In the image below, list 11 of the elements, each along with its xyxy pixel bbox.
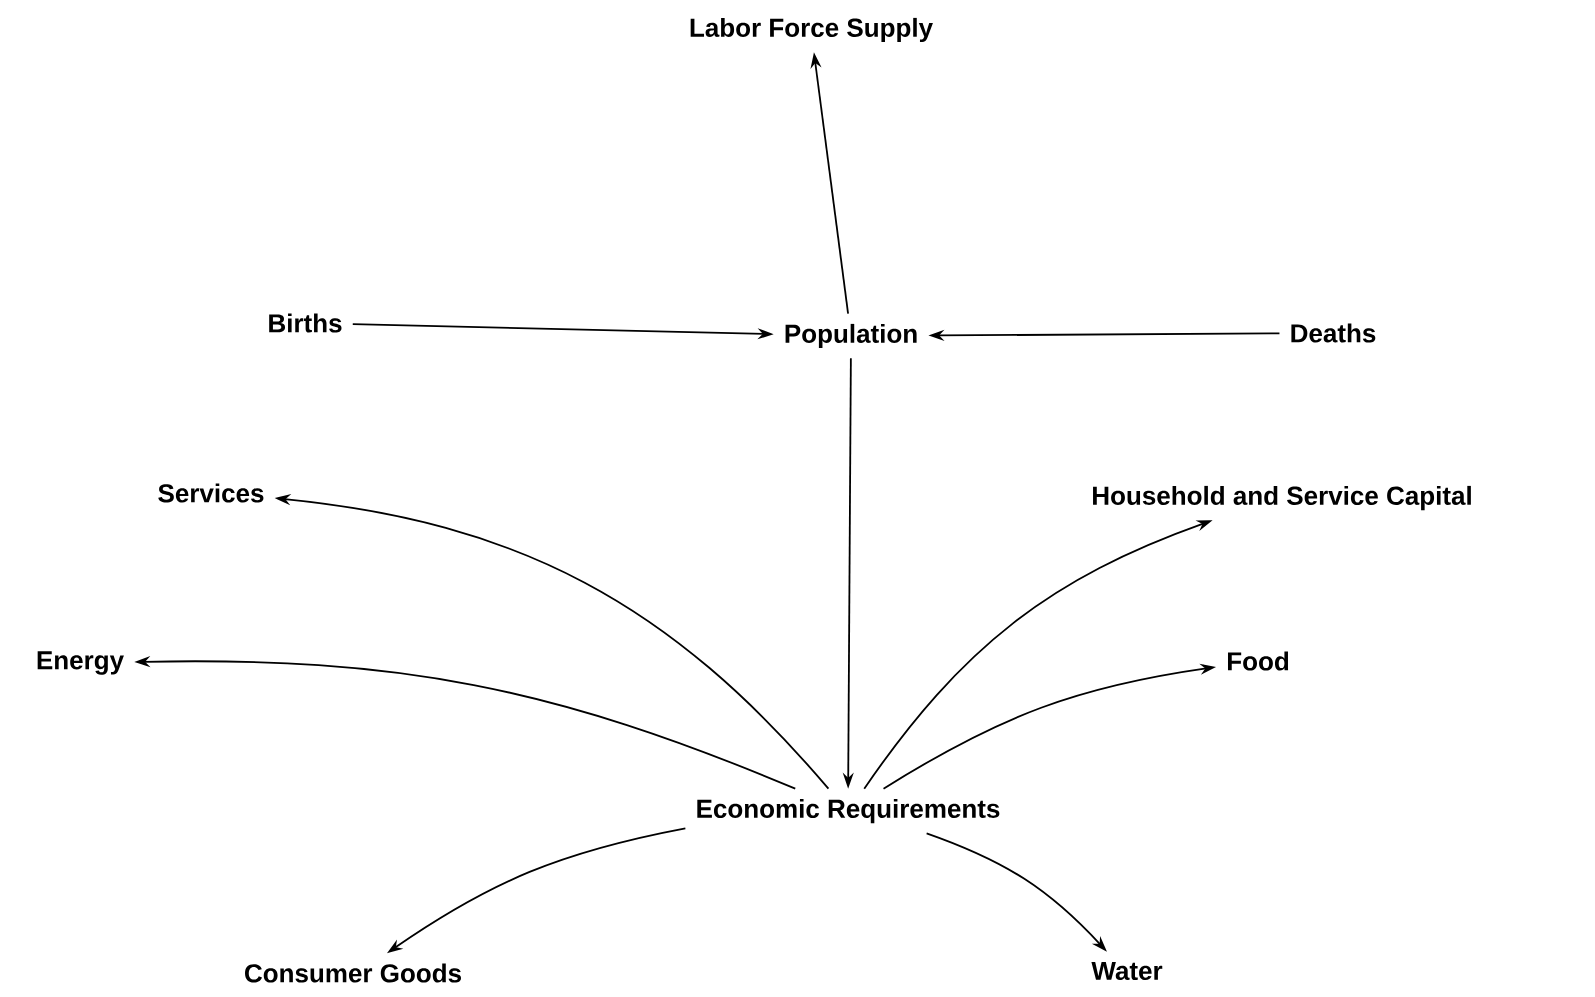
concept-label: Consumer Goods [245,963,461,983]
concept-label: Energy [37,651,124,675]
concept-label: Water [1091,961,1163,981]
concept-label: Household and Service Capital [1093,485,1471,511]
concept-label: Births [269,313,342,333]
concept-label: Economic Requirements [697,798,1000,824]
concept-label: Services [158,483,264,503]
concept-label: Deaths [1291,323,1376,343]
concept-label: Labor Force Supply [690,17,933,43]
concept-label: Food [1228,651,1289,671]
concept-label: Population [785,323,917,349]
